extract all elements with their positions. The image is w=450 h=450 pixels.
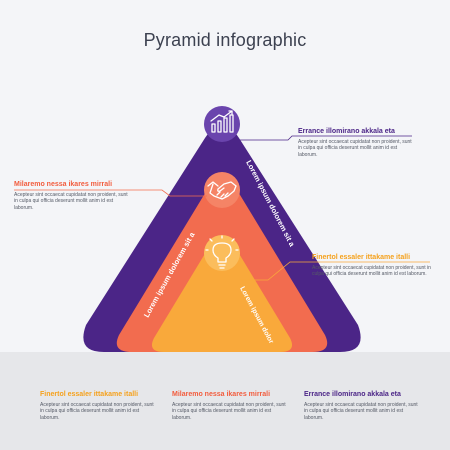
connector-top-right (240, 135, 412, 141)
bottom-heading: Errance illomirano akkala eta (304, 391, 401, 398)
bottom-body: Acepteur sint occaecat cupidatat non pro… (40, 402, 154, 421)
bottom-body: Acepteur sint occaecat cupidatat non pro… (304, 402, 418, 421)
callout-body: Acepteur sint occaecat cupidatat non pro… (14, 192, 128, 211)
connector-right (240, 261, 430, 281)
handshake-icon (207, 181, 237, 200)
bottom-item-1: Finertol essaler ittakame italli Acepteu… (40, 390, 158, 421)
page-title: Pyramid infographic (143, 30, 307, 50)
callout-top-right: Errance illomirano akkala eta Acepteur s… (298, 127, 416, 158)
connector-left (14, 189, 207, 197)
chart-icon (210, 110, 234, 133)
bottom-item-3: Errance illomirano akkala eta Acepteur s… (304, 390, 422, 421)
middle-tier-label: Lorem ipsum dolorem sit amet (0, 0, 197, 319)
callout-left: Milaremo nessa ikares mirrali Acepteur s… (14, 180, 132, 211)
callout-body: Acepteur sint occaecat cupidatat non pro… (312, 265, 431, 278)
bottom-band (0, 352, 450, 450)
callout-heading: Errance illomirano akkala eta (298, 128, 395, 135)
icon-circle-top (204, 106, 240, 142)
callout-body: Acepteur sint occaecat cupidatat non pro… (298, 139, 412, 158)
callout-heading: Milaremo nessa ikares mirrali (14, 181, 113, 188)
callout-right: Finertol essaler ittakame italli Acepteu… (312, 253, 440, 278)
bottom-body: Acepteur sint occaecat cupidatat non pro… (172, 402, 286, 421)
callout-heading: Finertol essaler ittakame italli (312, 254, 411, 261)
bottom-heading: Finertol essaler ittakame italli (40, 391, 139, 398)
pyramid-tier-inner (151, 238, 293, 352)
bottom-item-2: Milaremo nessa ikares mirrali Acepteur s… (172, 390, 290, 421)
lightbulb-icon (205, 235, 239, 269)
bottom-heading: Milaremo nessa ikares mirrali (172, 391, 271, 398)
icon-circle-inner (204, 235, 240, 271)
